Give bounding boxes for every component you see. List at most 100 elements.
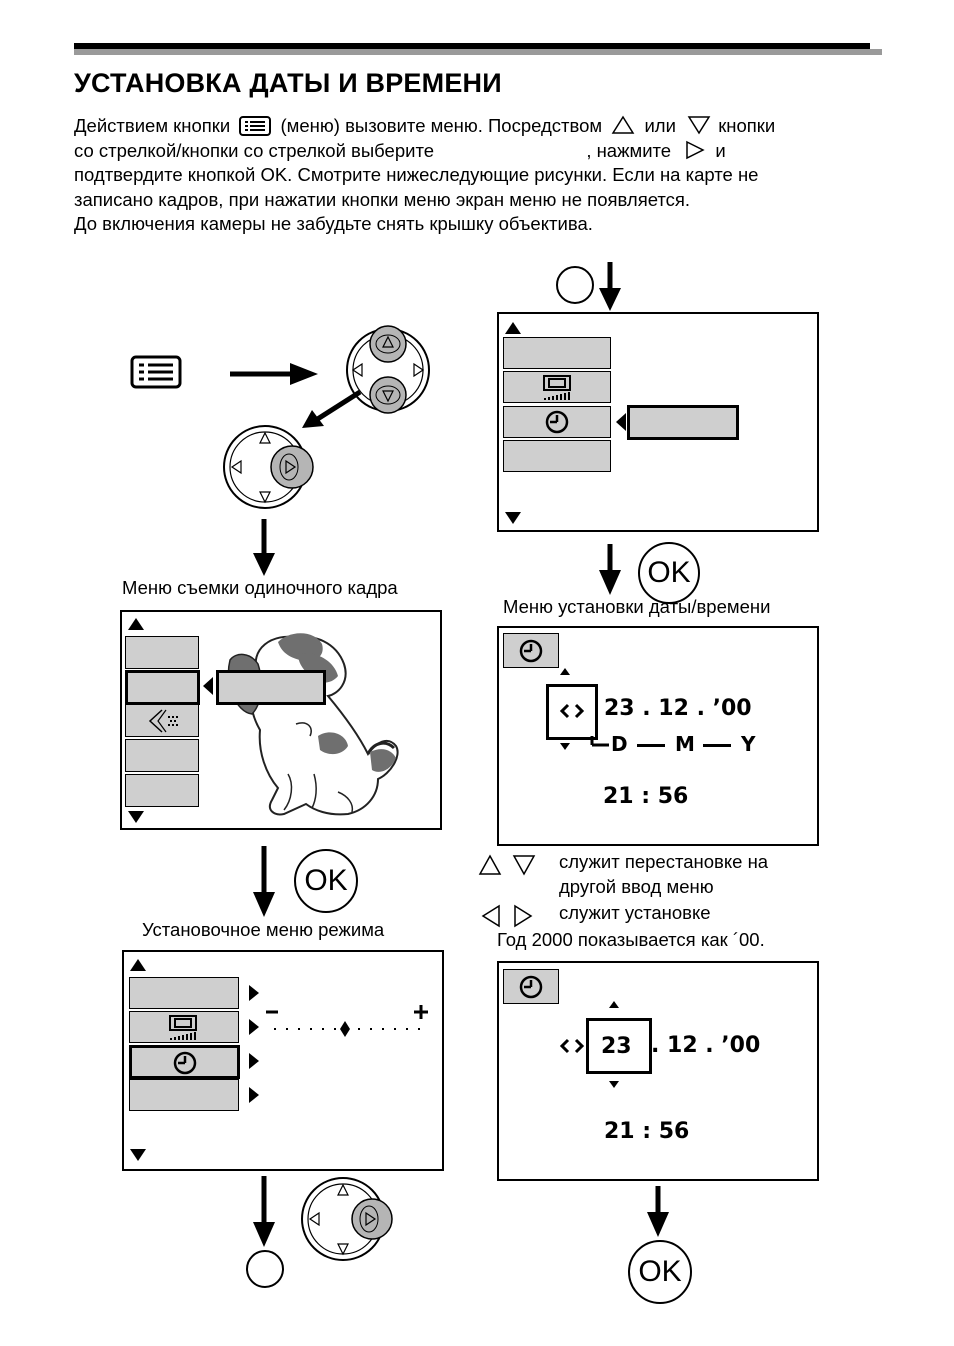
menu-item-2-selected[interactable] [125,670,200,705]
clock-icon [519,975,543,999]
note-updown: служит перестановке на [559,851,769,872]
brightness-slider[interactable] [264,1004,434,1038]
ok-button[interactable]: OK [628,1240,692,1304]
pointer-right-icon [249,985,259,1001]
date-value: 23 . 12 . ’00 [604,696,752,721]
clock-tab [503,633,559,668]
order-dash [637,744,665,747]
arrow-down-icon [647,1186,669,1237]
arrow-diagonal-icon [302,389,362,428]
setup-item-brightness[interactable] [503,371,611,403]
right-triangle-icon [514,904,533,928]
date-order-selector[interactable] [546,684,598,740]
scroll-up-icon[interactable] [129,958,147,972]
page-title: УСТАНОВКА ДАТЫ И ВРЕМЕНИ [74,68,502,98]
menu-item-1[interactable] [125,636,199,669]
setup-item-1[interactable] [129,977,239,1009]
date-rest: . 12 . ’00 [651,1033,761,1058]
arrow-down-icon [253,1176,275,1247]
datetime-screen-2: 23 . 12 . ’00 21 : 56 [497,961,819,1181]
order-dash [703,744,731,747]
caption-datetime-menu: Меню установки даты/времени [503,596,771,617]
setup-item-brightness[interactable] [129,1011,239,1043]
mode-setup-menu-screen [122,950,444,1171]
date-order-m: M [675,732,695,756]
brightness-icon [543,375,571,400]
pointer-left-icon [616,413,626,431]
down-triangle-icon [687,116,711,135]
date-order-d: D [611,732,628,756]
down-triangle-icon [512,855,536,876]
scroll-up-icon[interactable] [504,321,522,335]
intro-text: Действием кнопки [74,115,231,136]
arrow-down-icon [599,544,621,595]
down-small-icon [560,743,570,750]
arrow-down-icon [599,262,621,311]
scroll-down-icon[interactable] [504,511,522,525]
pointer-left-icon [203,677,213,695]
datetime-screen-1: 23 . 12 . ’00 D M Y 21 : 56 [497,626,819,846]
up-triangle-icon [611,115,635,134]
setup-item-1[interactable] [503,337,611,369]
up-small-icon [609,1001,619,1008]
intro-text: , нажмите [586,139,672,161]
header-rule [74,43,870,49]
control-pad-right[interactable] [300,1176,396,1262]
setup-item-4[interactable] [503,440,611,472]
note-leftright: служит установке [559,902,711,923]
setup-item-clock-selected[interactable] [129,1045,240,1079]
swap-icon [559,1038,585,1054]
header-rule-shadow [74,49,882,55]
intro-text: записано кадров, при нажатии кнопки меню… [74,188,691,210]
submenu-selected[interactable] [216,670,326,705]
menu-item-sharpness[interactable] [125,704,199,737]
clock-tab [503,969,559,1004]
pointer-right-icon [249,1053,259,1069]
intro-text: кнопки [718,115,776,136]
menu-item-5[interactable] [125,774,199,807]
left-triangle-icon [481,904,500,928]
intro-paragraph: Действием кнопки (меню) вызовите меню. П… [74,114,894,237]
clock-icon [173,1051,197,1075]
single-frame-menu-screen [120,610,442,830]
scroll-down-icon[interactable] [127,810,145,824]
connector-circle [246,1250,284,1288]
pointer-right-icon [249,1087,259,1103]
up-triangle-icon [478,854,502,875]
dog-image [227,633,399,816]
time-value: 21 : 56 [604,1119,690,1144]
arrow-right-icon [230,363,318,385]
intro-text: и [715,139,726,161]
menu-button-icon [130,355,182,389]
setup-item-clock[interactable] [503,406,611,438]
day-field-selected[interactable]: 23 [586,1018,652,1074]
up-small-icon [560,668,570,675]
time-value: 21 : 56 [603,784,689,809]
caption-single-frame: Меню съемки одиночного кадра [122,577,398,598]
connector-circle [556,266,594,304]
day-value: 23 [601,1034,632,1059]
date-order-y: Y [741,732,756,756]
pointer-right-icon [249,1019,259,1035]
sharpness-icon [148,709,178,733]
scroll-down-icon[interactable] [129,1148,147,1162]
clock-icon [545,410,569,434]
ok-button[interactable]: OK [638,542,700,604]
ok-button[interactable]: OK [294,849,358,913]
scroll-up-icon[interactable] [127,617,145,631]
caption-mode-setup: Установочное меню режима [142,919,385,940]
clock-icon [519,639,543,663]
brightness-icon [169,1015,197,1040]
note-year: Год 2000 показывается как ´00. [497,929,765,950]
control-pad-updown[interactable] [344,322,432,420]
arrow-down-icon [253,846,275,917]
intro-text: подтвердите кнопкой OK. Смотрите нижесле… [74,164,759,186]
submenu-selected[interactable] [627,405,739,440]
arrow-down-icon [253,519,275,576]
connector-line [590,736,609,747]
intro-text: или [644,115,676,136]
control-pad-right[interactable] [222,424,316,510]
menu-item-4[interactable] [125,739,199,772]
setup-item-4[interactable] [129,1079,239,1111]
swap-icon [559,703,585,719]
